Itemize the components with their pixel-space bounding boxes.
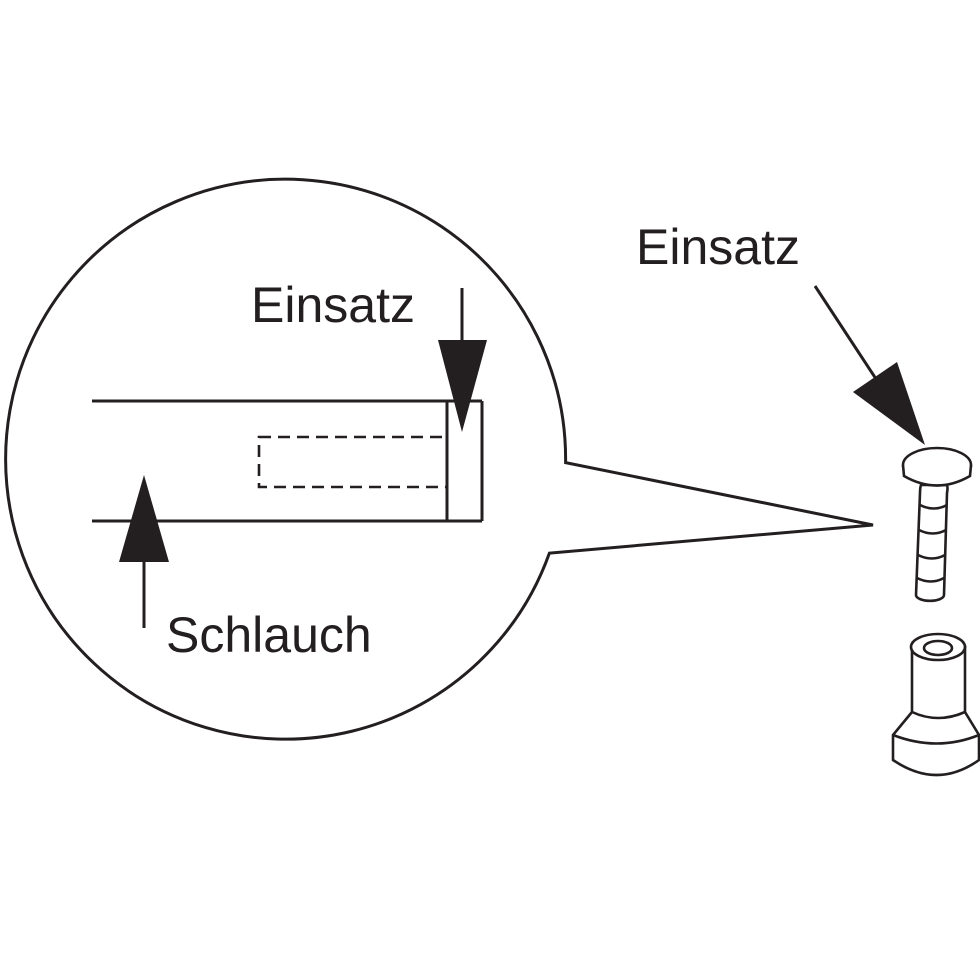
insert-part <box>901 446 973 603</box>
hose-arrowhead <box>119 475 169 562</box>
insert-parts-label: Einsatz <box>636 219 800 275</box>
insert-parts-arrow-shaft <box>813 285 882 386</box>
insert-shank-hidden <box>257 435 449 489</box>
insert-zoom-label: Einsatz <box>251 277 415 333</box>
hose-label: Schlauch <box>166 607 372 663</box>
magnifier-callout <box>4 177 874 741</box>
insert-zoom-arrowhead <box>438 340 487 432</box>
ferrule-part <box>891 632 980 777</box>
insert-parts-arrowhead <box>853 362 925 445</box>
